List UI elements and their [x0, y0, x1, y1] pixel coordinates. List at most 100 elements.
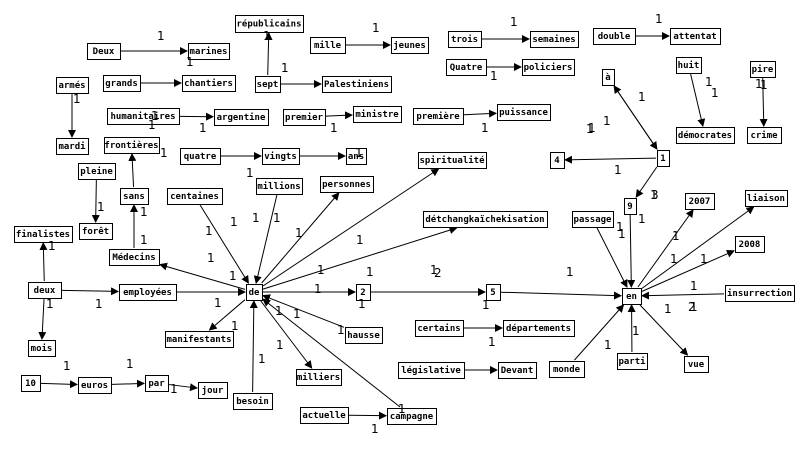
edge-weight-label: 1 — [148, 118, 156, 132]
edge-line — [253, 194, 278, 284]
edge-deux-to-finalistes — [39, 242, 48, 282]
node-label: pire — [752, 64, 774, 75]
node-box — [446, 59, 487, 76]
edge-n1-to-n9 — [635, 166, 658, 198]
node-box — [747, 127, 782, 144]
node-quatre_cap: Quatre — [446, 59, 487, 76]
edge-weight-label: 1 — [482, 298, 490, 312]
edge-de-to-detchang — [262, 226, 458, 290]
edge-weight-label: 1 — [358, 297, 366, 311]
node-label: 2 — [360, 288, 365, 298]
edge-line — [627, 214, 636, 288]
edge-sept-to-republicains — [264, 32, 273, 76]
edge-line — [159, 262, 246, 290]
node-label: quatre — [184, 152, 217, 162]
node-box — [572, 211, 614, 228]
node-label: policiers — [524, 62, 573, 73]
node-label: double — [598, 32, 631, 42]
edge-line — [261, 192, 340, 284]
node-box — [356, 284, 371, 301]
node-box — [418, 152, 487, 169]
edge-insurrection-to-en — [641, 291, 725, 300]
edge-de-to-spiritualite — [262, 168, 440, 287]
node-box — [56, 77, 89, 94]
node-finalistes: finalistes — [14, 226, 73, 243]
edge-weight-label: 1 — [670, 252, 678, 266]
node-label: de — [249, 288, 260, 298]
node-label: puissance — [499, 107, 548, 118]
node-personnes: personnes — [320, 176, 374, 193]
node-label: employées — [123, 287, 172, 298]
node-mois: mois — [28, 340, 56, 357]
node-label: humanitaires — [110, 111, 175, 122]
node-box — [745, 190, 788, 207]
edge-en-to-vue — [639, 304, 689, 356]
node-label: jeunes — [393, 40, 426, 51]
node-box — [182, 75, 236, 92]
edge-weight-label: 1 — [372, 21, 380, 35]
node-label: 1 — [660, 154, 665, 164]
node-n9: 9 — [624, 198, 637, 215]
node-label: ministre — [355, 109, 399, 120]
node-double: double — [593, 28, 636, 45]
edge-weight-label: 1 — [655, 12, 663, 26]
node-label: personnes — [322, 180, 371, 190]
edge-deux-to-mois — [38, 298, 47, 340]
node-n2007: 2007 — [685, 193, 715, 210]
edge-line — [249, 300, 258, 393]
edge-weight-label: 1 — [126, 357, 134, 371]
node-box — [78, 377, 112, 394]
node-box — [503, 320, 575, 337]
edge-weight-label: 1 — [632, 324, 640, 338]
node-label: chantiers — [184, 78, 233, 89]
edge-line — [690, 73, 706, 127]
node-box — [549, 361, 585, 378]
edge-weight-label: 1 — [618, 227, 626, 241]
node-liaison: liaison — [745, 190, 788, 207]
node-label: forêt — [82, 226, 109, 237]
edge-weight-label: 1 — [48, 239, 56, 253]
node-label: jour — [202, 385, 224, 396]
node-democrates: démocrates — [676, 127, 735, 144]
node-box — [79, 223, 113, 240]
node-box — [256, 178, 303, 195]
node-box — [296, 369, 342, 386]
node-n10: 10 — [21, 375, 41, 392]
node-label: parti — [618, 356, 646, 367]
node-label: vingts — [264, 151, 297, 162]
edge-weight-label: 1 — [488, 335, 496, 349]
node-box — [14, 226, 73, 243]
edge-weight-label: 1 — [711, 86, 719, 100]
edge-line — [260, 300, 313, 369]
edge-weight-label: 1 — [356, 233, 364, 247]
node-label: par — [148, 379, 165, 389]
node-grands: grands — [103, 75, 141, 92]
edge-line — [91, 179, 100, 223]
edge-weight-label: 1 — [690, 300, 698, 314]
node-box — [167, 188, 223, 205]
node-box — [391, 37, 429, 54]
edge-pleine-to-foret — [91, 179, 100, 223]
node-premier: premier — [283, 109, 326, 126]
node-frontieres: frontières — [104, 137, 160, 154]
edge-weight-label: 1 — [276, 338, 284, 352]
edge-line — [325, 111, 353, 120]
node-argentine: argentine — [214, 109, 269, 126]
node-box — [486, 284, 501, 301]
edge-line — [641, 291, 725, 300]
node-insurrection: insurrection — [725, 285, 795, 302]
node-box — [246, 284, 263, 301]
node-box — [120, 188, 149, 205]
edge-weight-label: 1 — [588, 121, 596, 135]
edge-weight-label: 1 — [616, 220, 624, 234]
edge-weight-label: 1 — [690, 279, 698, 293]
edge-weight-label: 1 — [157, 29, 165, 43]
edge-line — [128, 153, 137, 188]
edge-weight-label: 1 — [151, 109, 159, 123]
edge-line — [39, 242, 48, 282]
edge-deux-to-employees — [61, 287, 119, 296]
edge-weight-label: 1 — [170, 382, 178, 396]
node-devant: Devant — [498, 362, 537, 379]
